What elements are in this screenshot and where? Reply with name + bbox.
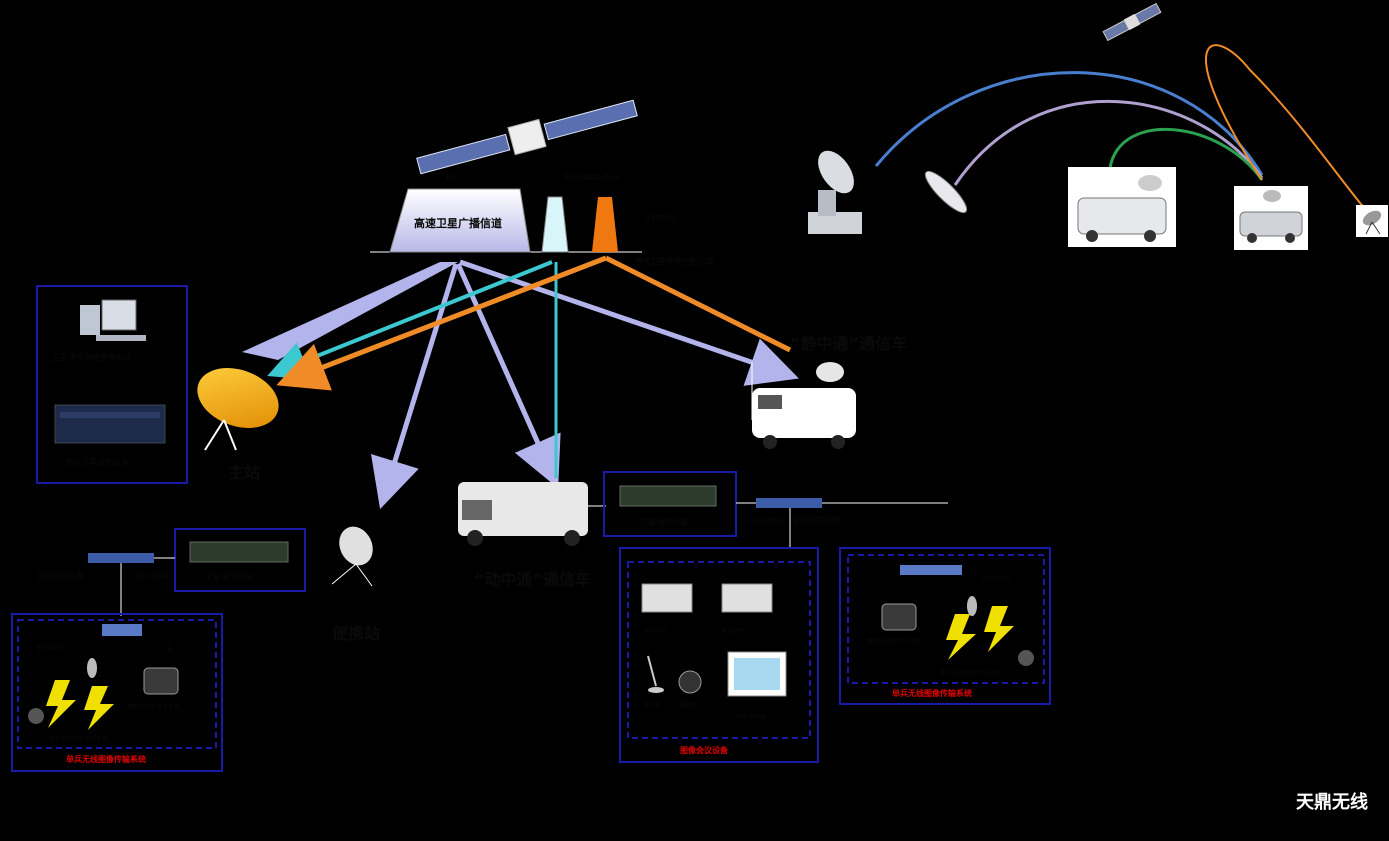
left-soldier-label: 单兵无线图像传输设备 (48, 736, 109, 743)
portable-station-label: 便携站 (332, 624, 381, 643)
center-switch-label: 交换机路由器 (792, 516, 840, 525)
camera-label: 摄像机 (679, 702, 698, 709)
nms-label: 卫星通信网络管理系统 (52, 353, 132, 362)
switch-icon-left (88, 553, 154, 563)
right-subsystem-frame (839, 547, 1051, 705)
conference-title: 图像会议设备 (680, 746, 728, 755)
microphone-icon (647, 655, 664, 693)
satellite-icon-small (1102, 2, 1162, 42)
right-soldier-label: 单兵无线图像传输设备 (940, 670, 1001, 677)
comm-on-move-label: “动中通”通信车 (474, 570, 592, 589)
right-receiver-label: 无线接收机 (982, 576, 1013, 583)
satellite-icon-main (416, 99, 638, 175)
van-icon-pause (752, 362, 856, 449)
center-terminal-frame (603, 471, 737, 537)
right-monitor-label: 便携式图像显示设备 (866, 638, 921, 645)
b1-label: B1 DAMA Pool (564, 173, 621, 182)
dama-channel-label: 通信卫星按需分配信道 (634, 257, 714, 266)
left-antenna-b: B (168, 648, 173, 655)
display-icon (727, 651, 787, 697)
modem-rack-icon (54, 404, 166, 444)
left-switch-label: 交换机路由器 (36, 572, 84, 581)
left-terminal-frame (174, 528, 306, 592)
frequency-band (370, 179, 680, 253)
watermark: 天鼎无线 (1296, 792, 1368, 813)
ground-dish-icon (808, 150, 862, 234)
microphone-label: 麦克风 (643, 702, 662, 709)
hub-modem-label: 主站卫星调制设备 (65, 458, 129, 467)
video-matrix-icon (641, 583, 693, 613)
left-subsystem-title: 单兵无线图像传输系统 (66, 755, 146, 764)
left-terminal-label: 卫星通信终端 (205, 573, 253, 582)
master-station-frame (36, 285, 188, 484)
b2-label: B2 (446, 173, 457, 182)
truck-icon-move (458, 482, 606, 546)
satellite-beams (242, 255, 799, 510)
conference-frame (619, 547, 819, 763)
comm-on-pause-label: “静中通”通信车 (790, 334, 908, 353)
audio-matrix-icon (721, 583, 773, 613)
small-dish-photo-right (1356, 205, 1388, 237)
center-speed-label: 10/100M (746, 516, 782, 525)
portable-dish-icon (331, 526, 373, 587)
master-station-label: 主站 (228, 463, 261, 482)
van-photo-right (1068, 167, 1176, 247)
suv-photo-right (1234, 186, 1308, 250)
remote-links (874, 44, 1371, 216)
left-subsystem-frame (11, 613, 223, 772)
left-monitor-label: 便携式图像显示设备 (126, 704, 181, 711)
left-receiver-label: 无线接收机 (36, 645, 67, 652)
right-subsystem-title: 单兵无线图像传输系统 (892, 689, 972, 698)
flat-dish-icon (924, 170, 968, 214)
display-label: 大屏显示器 (736, 714, 767, 721)
camera-icon (678, 670, 702, 694)
master-dish-icon (197, 368, 279, 451)
center-terminal-label: 卫星通信终端 (640, 518, 688, 527)
left-antenna-a: A (168, 640, 173, 647)
broadcast-channel-label: 高速卫星广播信道 (414, 217, 502, 230)
audio-matrix-label: 音频矩阵 (722, 628, 747, 635)
video-matrix-label: 视频矩阵 (644, 628, 669, 635)
working-band-label: 工作频段 (644, 214, 676, 223)
left-speed-label: 10/100M (134, 572, 170, 581)
computer-icon (80, 299, 146, 341)
switch-icon-center (756, 498, 822, 508)
